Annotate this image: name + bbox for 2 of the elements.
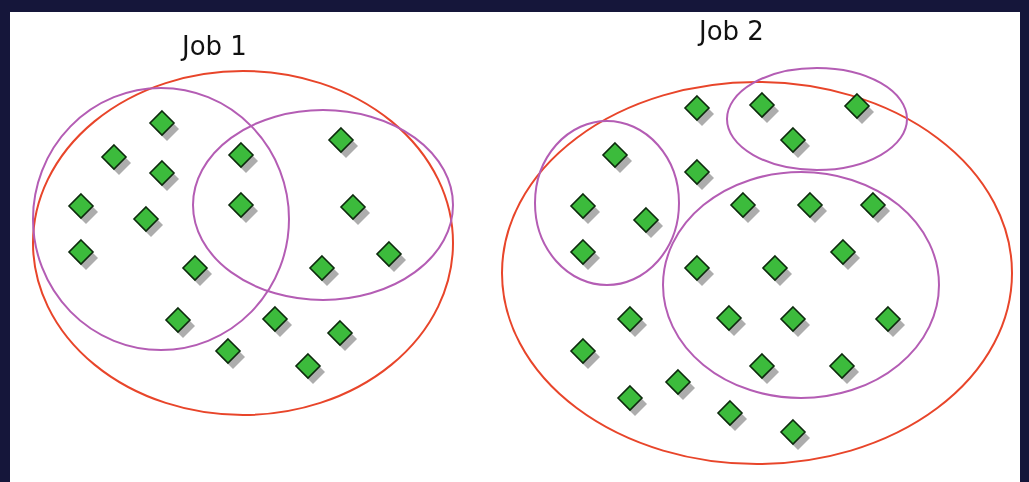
job-heading: Job 2 (699, 18, 764, 44)
job-heading: Job 1 (182, 33, 247, 59)
